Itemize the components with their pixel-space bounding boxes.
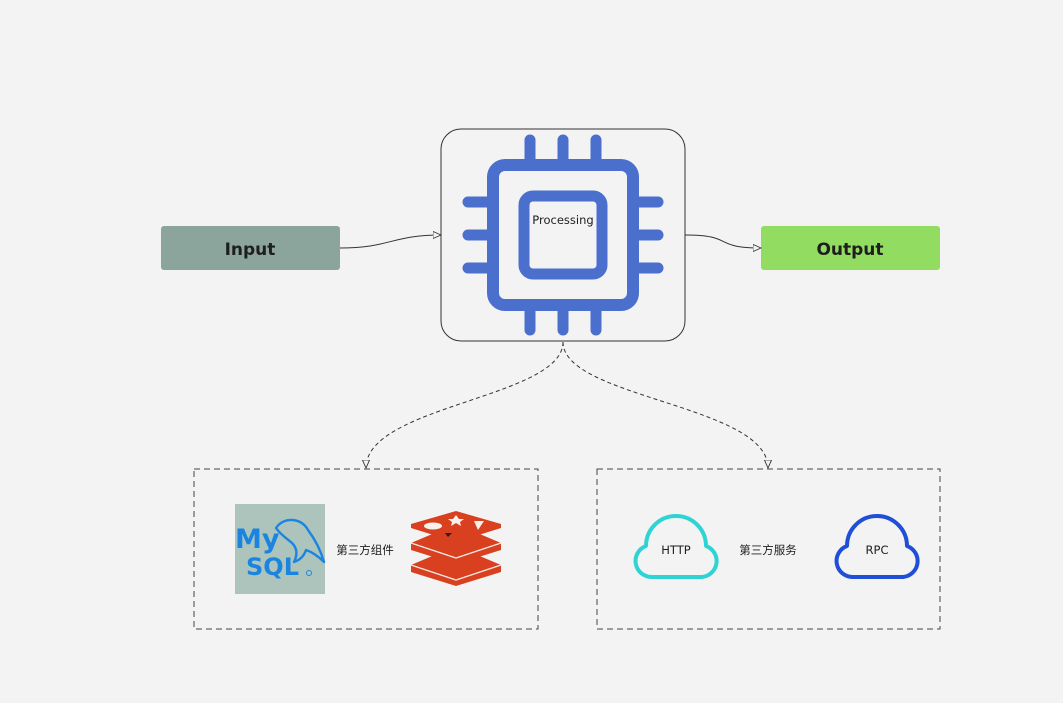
redis-logo [410, 511, 502, 586]
rpc-label: RPC [866, 543, 889, 557]
input-node[interactable]: Input [161, 226, 340, 270]
services-group-label: 第三方服务 [739, 543, 797, 557]
input-label: Input [225, 240, 276, 260]
components-group-border [193, 468, 539, 630]
http-label: HTTP [661, 543, 690, 557]
mysql-logo: My SQL [235, 504, 326, 594]
input-node-box [161, 226, 340, 270]
processing-to-components-arrow [366, 341, 564, 468]
output-label: Output [816, 240, 883, 260]
mysql-logo-background [235, 504, 325, 594]
third-party-components-group[interactable]: My SQL 第三方组件 [193, 468, 539, 630]
processing-to-output-arrow [684, 234, 761, 248]
http-cloud-icon: HTTP [633, 514, 719, 580]
processing-node[interactable]: Processing [440, 128, 686, 342]
dolphin-icon [274, 518, 326, 564]
rpc-cloud-icon: RPC [834, 514, 920, 580]
mysql-logo-line1: My [235, 524, 280, 555]
output-node[interactable]: Output [761, 226, 940, 270]
cpu-chip-icon [462, 134, 664, 336]
processing-to-services-arrow [562, 341, 768, 468]
services-group-border [596, 468, 941, 630]
third-party-services-group[interactable]: HTTP 第三方服务 RPC [596, 468, 941, 630]
input-to-processing-arrow [339, 235, 441, 249]
registered-mark-icon [306, 570, 312, 576]
processing-label: Processing [532, 213, 593, 227]
components-group-label: 第三方组件 [336, 543, 394, 557]
redis-layer-top [411, 511, 501, 542]
mysql-logo-line2: SQL [246, 553, 299, 581]
output-node-box [761, 226, 940, 270]
